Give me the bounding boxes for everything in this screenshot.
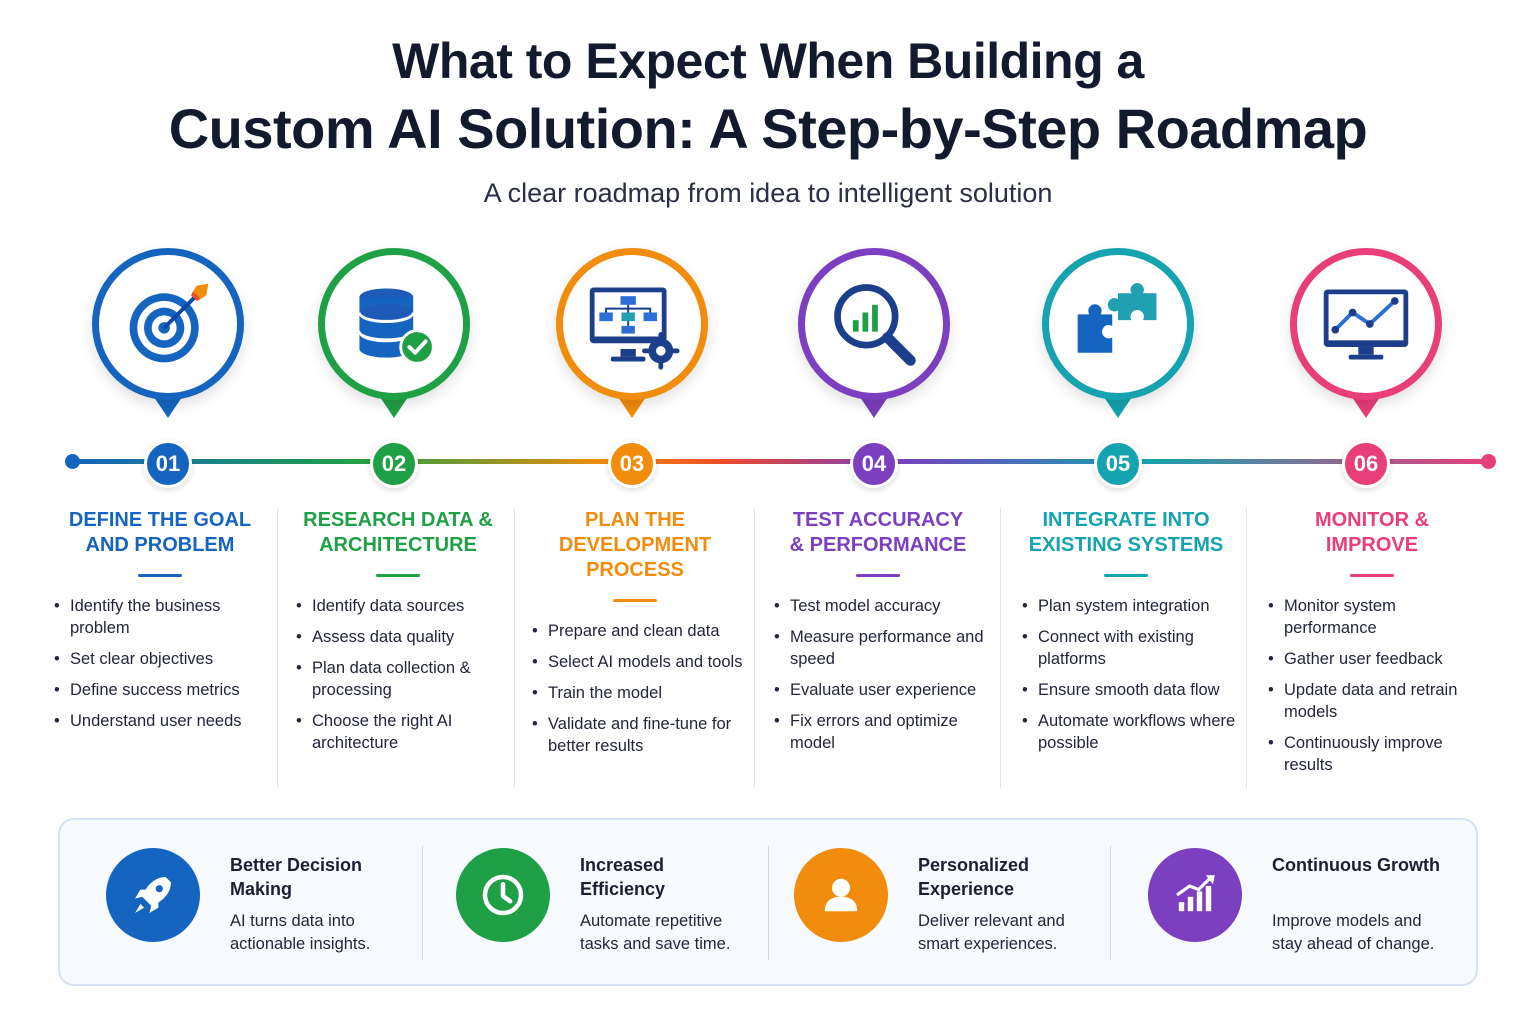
benefit-description: AI turns data into actionable insights.	[230, 912, 371, 953]
monitor-flowchart-gear-icon	[589, 287, 680, 370]
benefit-title: Personalized Experience	[918, 855, 1030, 899]
puzzle-icon	[1077, 283, 1157, 353]
step-5-bullet: Connect with existing platforms	[1022, 626, 1244, 670]
benefit-divider	[768, 846, 769, 960]
step-2-column: RESEARCH DATA & ARCHITECTURE Identify da…	[282, 508, 514, 763]
clock-icon	[482, 874, 524, 916]
benefit-description: Deliver relevant and smart experiences.	[918, 912, 1065, 953]
step-5-column: INTEGRATE INTO EXISTING SYSTEMS Plan sys…	[1008, 508, 1244, 763]
timeline-start-dot	[65, 454, 80, 469]
step-2-number: 02	[370, 440, 418, 488]
step-1-title: DEFINE THE GOAL AND PROBLEM	[68, 509, 252, 556]
step-1-number: 01	[144, 440, 192, 488]
step-4-column: TEST ACCURACY & PERFORMANCE Test model a…	[760, 508, 996, 763]
page-title-line-2: Custom AI Solution: A Step-by-Step Roadm…	[168, 97, 1368, 160]
page-title-line-1: What to Expect When Building a	[392, 33, 1144, 89]
benefit-description: Improve models and stay ahead of change.	[1272, 912, 1435, 953]
step-6-underline	[1350, 574, 1394, 577]
step-4-bullet: Measure performance and speed	[774, 626, 996, 670]
step-3-underline	[613, 599, 657, 602]
column-divider	[754, 508, 755, 788]
benefit-title: Better Decision Making	[230, 855, 363, 899]
step-2-bullet: Plan data collection & processing	[296, 657, 514, 701]
benefits-panel: Better Decision Making AI turns data int…	[58, 818, 1478, 986]
step-3-bullet: Validate and fine-tune for better result…	[532, 713, 752, 757]
benefit-card-efficiency: Increased Efficiency Automate repetitive…	[456, 845, 776, 963]
step-1-pin	[92, 248, 244, 424]
benefit-card-decision-making: Better Decision Making AI turns data int…	[106, 845, 426, 963]
column-divider	[1246, 508, 1247, 788]
step-3-bullet: Train the model	[532, 682, 752, 704]
step-6-bullet: Monitor system performance	[1268, 595, 1490, 639]
step-3-bullet: Prepare and clean data	[532, 620, 752, 642]
step-2-bullet: Assess data quality	[296, 626, 514, 648]
step-1-bullet: Understand user needs	[54, 710, 280, 732]
step-3-bullet: Select AI models and tools	[532, 651, 752, 673]
step-2-bullet: Identify data sources	[296, 595, 514, 617]
step-2-title: RESEARCH DATA & ARCHITECTURE	[303, 509, 493, 556]
step-6-pin	[1290, 248, 1442, 424]
benefit-card-growth: Continuous Growth Improve models and sta…	[1148, 845, 1468, 963]
step-5-bullet: Ensure smooth data flow	[1022, 679, 1244, 701]
monitor-line-chart-icon	[1323, 289, 1409, 360]
database-check-icon	[358, 288, 435, 365]
column-divider	[277, 508, 278, 788]
step-4-pin	[798, 248, 950, 424]
timeline-line	[72, 459, 1488, 464]
step-4-title: TEST ACCURACY & PERFORMANCE	[789, 509, 967, 556]
step-5-underline	[1104, 574, 1148, 577]
step-6-column: MONITOR & IMPROVE Monitor system perform…	[1254, 508, 1490, 785]
benefit-title: Continuous Growth	[1272, 855, 1440, 875]
step-6-bullet: Update data and retrain models	[1268, 679, 1490, 723]
benefit-divider	[1110, 846, 1111, 960]
step-6-number: 06	[1342, 440, 1390, 488]
magnifier-chart-icon	[834, 284, 916, 366]
step-6-bullet: Gather user feedback	[1268, 648, 1490, 670]
step-1-bullet: Set clear objectives	[54, 648, 280, 670]
step-1-bullet: Define success metrics	[54, 679, 280, 701]
step-5-pin	[1042, 248, 1194, 424]
benefit-description: Automate repetitive tasks and save time.	[580, 912, 731, 953]
step-6-bullet: Continuously improve results	[1268, 732, 1490, 776]
step-3-number: 03	[608, 440, 656, 488]
step-3-pin	[556, 248, 708, 424]
step-2-bullet: Choose the right AI architecture	[296, 710, 514, 754]
step-1-bullet: Identify the business problem	[54, 595, 280, 639]
step-5-number: 05	[1094, 440, 1142, 488]
step-5-bullet: Automate workflows where possible	[1022, 710, 1244, 754]
column-divider	[1000, 508, 1001, 788]
step-5-title: INTEGRATE INTO EXISTING SYSTEMS	[1028, 509, 1224, 556]
step-3-title: PLAN THE DEVELOPMENT PROCESS	[558, 509, 712, 581]
step-6-title: MONITOR & IMPROVE	[1314, 509, 1430, 556]
step-4-number: 04	[850, 440, 898, 488]
step-2-underline	[376, 574, 420, 577]
step-4-underline	[856, 574, 900, 577]
step-3-column: PLAN THE DEVELOPMENT PROCESS Prepare and…	[518, 508, 752, 766]
step-1-underline	[138, 574, 182, 577]
step-5-bullet: Plan system integration	[1022, 595, 1244, 617]
page-subtitle: A clear roadmap from idea to intelligent…	[483, 178, 1053, 208]
benefit-divider	[422, 846, 423, 960]
target-icon	[129, 283, 209, 363]
column-divider	[514, 508, 515, 788]
benefit-card-personalized: Personalized Experience Deliver relevant…	[794, 845, 1114, 963]
step-4-bullet: Fix errors and optimize model	[774, 710, 996, 754]
step-4-bullet: Test model accuracy	[774, 595, 996, 617]
timeline-end-dot	[1481, 454, 1496, 469]
step-4-bullet: Evaluate user experience	[774, 679, 996, 701]
benefit-title: Increased Efficiency	[580, 855, 666, 899]
step-1-column: DEFINE THE GOAL AND PROBLEM Identify the…	[40, 508, 280, 741]
growth-chart-icon	[1176, 875, 1215, 912]
step-2-pin	[318, 248, 470, 424]
user-icon	[824, 878, 858, 912]
rocket-icon	[135, 877, 171, 913]
